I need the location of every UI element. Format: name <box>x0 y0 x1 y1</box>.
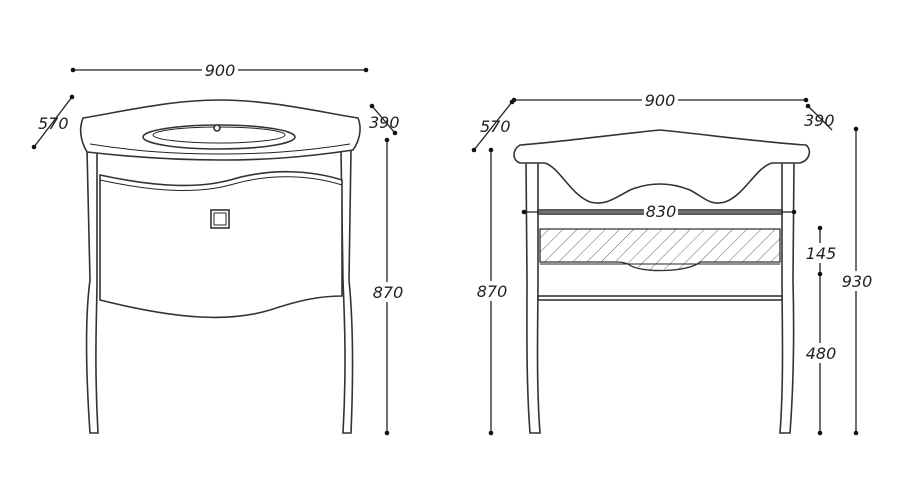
front-depth-label: 570 <box>38 114 69 133</box>
side-height-label: 870 <box>477 282 508 301</box>
side-total-height-dimension: 930 <box>839 126 875 436</box>
side-frame <box>537 209 783 301</box>
front-width-label: 900 <box>205 61 236 80</box>
side-inner-width-label: 830 <box>646 202 677 221</box>
front-height-dimension: 870 <box>370 137 406 436</box>
side-inner-height-dimensions: 145 480 <box>804 225 838 436</box>
front-height-label: 870 <box>373 283 404 302</box>
front-side-depth-dimension: 390 <box>369 103 400 136</box>
front-legs <box>85 149 354 434</box>
side-basin <box>513 129 811 204</box>
side-width-label: 900 <box>645 91 676 110</box>
side-leg-height-label: 480 <box>806 344 837 363</box>
side-depth-dimension: 570 <box>471 99 515 153</box>
front-cabinet <box>99 170 343 319</box>
drawer-handle <box>210 209 230 229</box>
front-width-dimension: 900 <box>70 60 369 80</box>
side-side-depth-label: 390 <box>804 111 835 130</box>
front-view: 900 570 390 870 <box>31 60 406 436</box>
side-width-dimension: 900 <box>511 91 809 110</box>
front-basin <box>79 99 361 161</box>
side-shelf-height-label: 145 <box>806 244 837 263</box>
side-inner-width-dimension: 830 <box>521 202 797 221</box>
side-legs <box>525 159 795 434</box>
front-depth-dimension: 570 <box>31 94 75 150</box>
side-view: 900 570 390 870 930 <box>471 91 875 436</box>
side-height-dimension: 870 <box>474 147 510 436</box>
side-total-height-label: 930 <box>842 272 873 291</box>
side-depth-label: 570 <box>480 117 511 136</box>
front-side-depth-label: 390 <box>369 113 400 132</box>
side-side-depth-dimension: 390 <box>804 103 835 131</box>
